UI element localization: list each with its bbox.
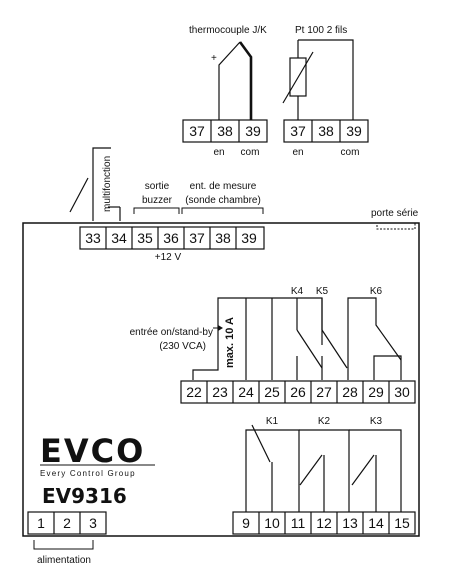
terminal-39: 39 (346, 123, 362, 139)
terminal-12: 12 (316, 515, 332, 531)
terminal-39: 39 (241, 230, 257, 246)
evco-brand: EVCO (40, 432, 145, 470)
terminal-30: 30 (394, 384, 410, 400)
terminal-10: 10 (264, 515, 280, 531)
alimentation-label: alimentation (37, 555, 91, 566)
pt100-block: Pt 100 2 fils 37 38 39 en com (282, 25, 369, 158)
alimentation-bracket (33, 540, 94, 550)
buzzer-label: buzzer (142, 195, 173, 206)
terminal-27: 27 (316, 384, 332, 400)
bottom-left-terminal-strip: 1 2 3 (27, 511, 107, 535)
pt100-symbol (282, 39, 354, 120)
relay-k5-label: K5 (316, 286, 329, 297)
terminal-25: 25 (264, 384, 280, 400)
label-en: en (213, 147, 224, 158)
pt100-title: Pt 100 2 fils (295, 25, 347, 36)
voltage-label: +12 V (155, 252, 182, 263)
sortie-label: sortie (145, 181, 170, 192)
relay-k2-label: K2 (318, 416, 331, 427)
terminal-37: 37 (290, 123, 306, 139)
label-com: com (241, 147, 260, 158)
terminal-24: 24 (238, 384, 254, 400)
terminal-36: 36 (163, 230, 179, 246)
max-current-label: max. 10 A (224, 317, 236, 368)
terminal-37: 37 (189, 123, 205, 139)
sonde-chambre-label: (sonde chambre) (185, 195, 261, 206)
terminal-1: 1 (37, 515, 45, 531)
terminal-39: 39 (245, 123, 261, 139)
terminal-23: 23 (212, 384, 228, 400)
evco-tagline: Every Control Group (40, 469, 136, 478)
multifunction-input (69, 147, 121, 221)
multifonction-label: multifonction (102, 156, 113, 212)
thermocouple-terminal-strip: 37 38 39 (182, 119, 268, 143)
buzzer-bracket (133, 207, 180, 214)
terminal-38: 38 (318, 123, 334, 139)
upper-relay-wiring (192, 297, 402, 380)
relay-k1-label: K1 (266, 416, 279, 427)
terminal-11: 11 (291, 515, 306, 531)
terminal-14: 14 (368, 515, 384, 531)
thermocouple-symbol (218, 41, 253, 120)
terminal-22: 22 (186, 384, 202, 400)
terminal-35: 35 (137, 230, 153, 246)
thermocouple-block: thermocouple J/K + 37 38 39 en com (182, 25, 268, 158)
terminal-3: 3 (89, 515, 97, 531)
plus-sign: + (211, 53, 217, 64)
terminal-9: 9 (242, 515, 250, 531)
controller-enclosure (22, 222, 420, 537)
mesure-label: ent. de mesure (190, 181, 257, 192)
main-top-terminal-strip: 33 34 35 36 37 38 39 (79, 226, 265, 250)
entree-label: entrée on/stand-by (130, 327, 213, 338)
terminal-13: 13 (342, 515, 358, 531)
mesure-bracket (181, 207, 264, 214)
terminal-38: 38 (217, 123, 233, 139)
terminal-15: 15 (394, 515, 410, 531)
terminal-28: 28 (342, 384, 358, 400)
label-en: en (292, 147, 303, 158)
serial-port: porte série (371, 208, 419, 230)
terminal-26: 26 (290, 384, 306, 400)
terminal-2: 2 (63, 515, 71, 531)
bottom-right-terminal-strip: 9 10 11 12 13 14 15 (232, 511, 416, 535)
terminal-38: 38 (215, 230, 231, 246)
model-number: EV9316 (42, 484, 127, 508)
terminal-29: 29 (368, 384, 384, 400)
lower-relay-wiring (245, 424, 402, 512)
relay-k4-label: K4 (291, 286, 304, 297)
entree-arrow-head (218, 325, 223, 331)
relay-k6-label: K6 (370, 286, 383, 297)
terminal-33: 33 (85, 230, 101, 246)
terminal-37: 37 (189, 230, 205, 246)
label-com: com (341, 147, 360, 158)
terminal-34: 34 (111, 230, 127, 246)
relay-k3-label: K3 (370, 416, 383, 427)
pt100-terminal-strip: 37 38 39 (283, 119, 369, 143)
porte-serie-label: porte série (371, 208, 419, 219)
entree-voltage-label: (230 VCA) (159, 341, 206, 352)
middle-terminal-strip: 22 23 24 25 26 27 28 29 30 (180, 380, 416, 404)
evco-logo: EVCO Every Control Group (40, 432, 155, 478)
thermocouple-title: thermocouple J/K (189, 25, 267, 36)
